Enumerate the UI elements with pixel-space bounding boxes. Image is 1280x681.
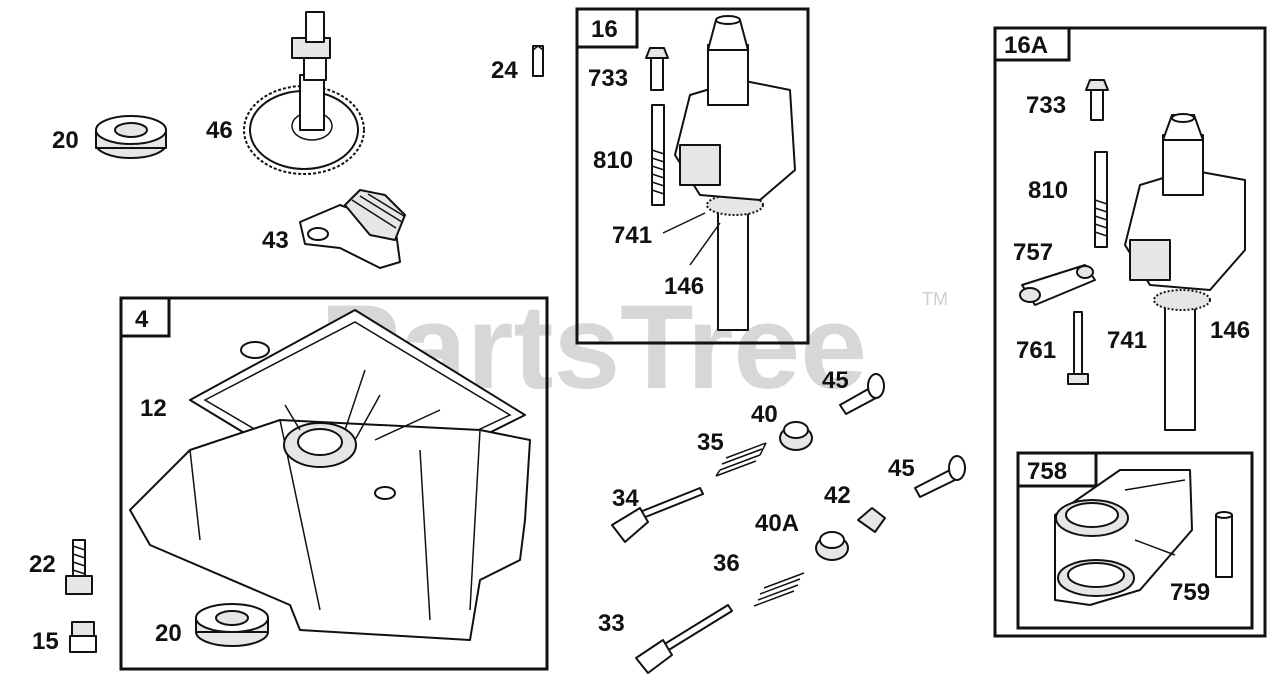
- callout-45-right: 45: [888, 455, 915, 482]
- valve-guide-45-top-part: [839, 373, 885, 415]
- callout-40a: 40A: [755, 510, 799, 537]
- oil-seal-top-part: [95, 115, 167, 159]
- callout-22: 22: [29, 551, 56, 578]
- callout-733-box16: 733: [588, 65, 628, 92]
- valve-34-part: [611, 487, 704, 543]
- box-758-frame: 758: [1016, 451, 1254, 630]
- bolt-part: [65, 539, 93, 595]
- box-16-label: 16: [591, 16, 618, 43]
- box-16-frame: 16: [575, 7, 810, 345]
- callout-761: 761: [1016, 337, 1056, 364]
- callout-15: 15: [32, 628, 59, 655]
- callout-20-top: 20: [52, 127, 79, 154]
- leader-lines: [662, 212, 721, 266]
- spring-35-part: [715, 442, 767, 477]
- retainer-40-part: [779, 421, 813, 451]
- callout-24: 24: [491, 57, 518, 84]
- valve-guide-45-right-part: [914, 455, 966, 498]
- counterweight-758-part: [1054, 469, 1193, 606]
- callout-146-box16: 146: [664, 273, 704, 300]
- stud-810-16-part: [651, 104, 665, 206]
- callout-36: 36: [713, 550, 740, 577]
- woodruff-key-part: [532, 45, 544, 77]
- pin-759-part: [1215, 511, 1233, 578]
- governor-assembly-part: [299, 189, 406, 269]
- bolt-733-16a-part: [1085, 79, 1109, 121]
- callout-42: 42: [824, 482, 851, 509]
- box-758-label: 758: [1027, 458, 1067, 485]
- callout-733-box16a: 733: [1026, 92, 1066, 119]
- callout-35: 35: [697, 429, 724, 456]
- callout-40: 40: [751, 401, 778, 428]
- spring-36-part: [753, 572, 805, 607]
- bolt-733-16-part: [645, 47, 669, 91]
- callout-759: 759: [1170, 579, 1210, 606]
- counterweight-link-757-part: [1019, 264, 1096, 306]
- callout-33: 33: [598, 610, 625, 637]
- sump-cover-part: [129, 309, 531, 641]
- callout-34: 34: [612, 485, 639, 512]
- valve-33-part: [635, 604, 733, 674]
- callout-45-top: 45: [822, 367, 849, 394]
- retainer-40a-part: [815, 531, 849, 561]
- box-16a-frame: 16A: [993, 26, 1267, 638]
- callout-741-box16: 741: [612, 222, 652, 249]
- drain-plug-part: [69, 621, 97, 653]
- box-16a-label: 16A: [1004, 32, 1048, 59]
- callout-741-box16a: 741: [1107, 327, 1147, 354]
- callout-810-box16: 810: [593, 147, 633, 174]
- crankshaft-16a-part: [1124, 113, 1246, 431]
- callout-20-bottom: 20: [155, 620, 182, 647]
- camshaft-gear-part: [243, 11, 365, 175]
- callout-757: 757: [1013, 239, 1053, 266]
- callout-146-box16a: 146: [1210, 317, 1250, 344]
- keeper-42-part: [857, 507, 886, 533]
- callout-46: 46: [206, 117, 233, 144]
- stud-810-16a-part: [1094, 151, 1108, 248]
- pin-761-part: [1067, 311, 1089, 385]
- crankshaft-16-part: [674, 15, 796, 331]
- watermark-trademark: TM: [922, 289, 948, 309]
- box-4-frame: 4: [119, 296, 549, 671]
- callout-43: 43: [262, 227, 289, 254]
- callout-810-box16a: 810: [1028, 177, 1068, 204]
- callouts: 20 46 43 24 12 22 15 20 733 810 741 146 …: [29, 57, 1250, 655]
- box-4-label: 4: [135, 306, 149, 333]
- callout-12: 12: [140, 395, 167, 422]
- oil-seal-bottom-part: [195, 603, 269, 647]
